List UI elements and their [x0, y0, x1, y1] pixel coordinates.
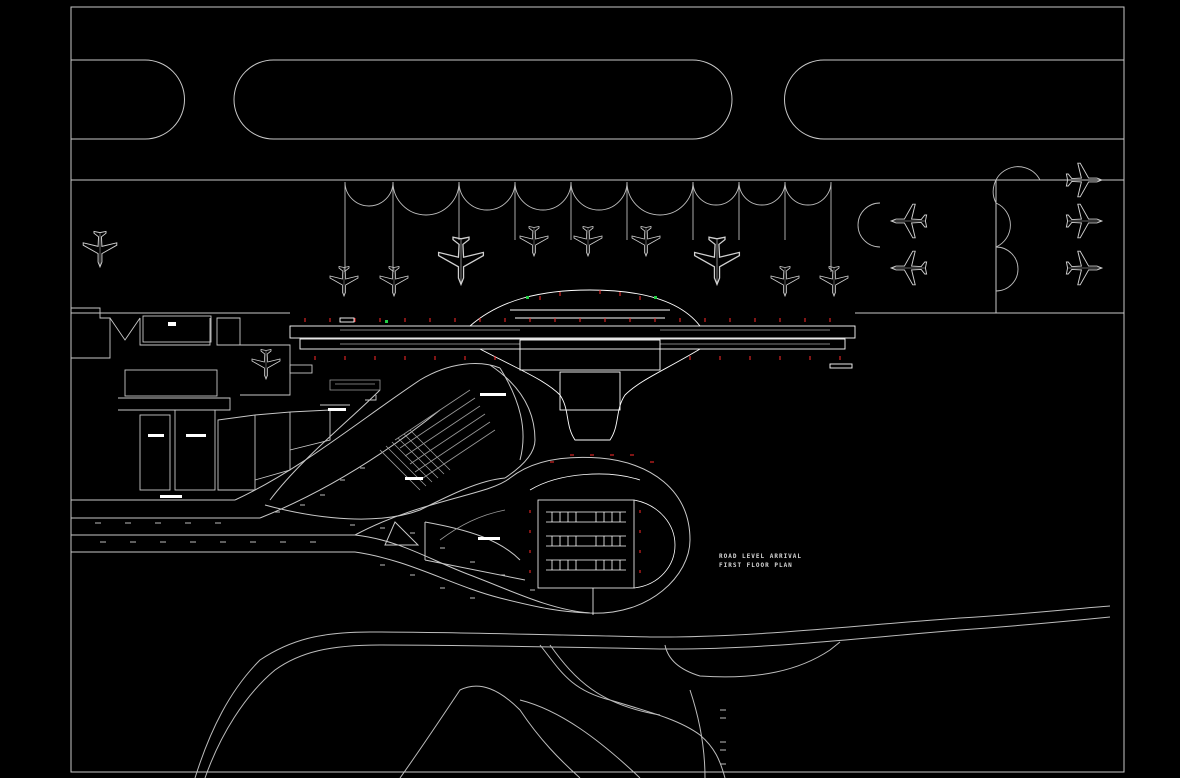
parking-structure	[529, 473, 676, 615]
parked-aircraft	[83, 162, 1103, 379]
terrain-lines	[194, 605, 1111, 778]
lane-markings	[95, 467, 726, 765]
caption-line-2: FIRST FLOOR PLAN	[719, 562, 793, 569]
taxiway-islands	[71, 59, 1124, 314]
gate-arches	[344, 166, 1041, 292]
gate-markers	[385, 296, 657, 323]
landside-roads	[71, 363, 691, 614]
annotation-blocks	[148, 322, 506, 540]
drawing-caption: ROAD LEVEL ARRIVAL FIRST FLOOR PLAN	[719, 552, 802, 570]
caption-line-1: ROAD LEVEL ARRIVAL	[719, 553, 803, 560]
sheet-border	[70, 6, 1125, 773]
landside-buildings	[71, 307, 377, 491]
parking-rows	[329, 379, 506, 541]
dimension-marks	[304, 290, 841, 573]
terminal-concourse	[289, 289, 856, 441]
